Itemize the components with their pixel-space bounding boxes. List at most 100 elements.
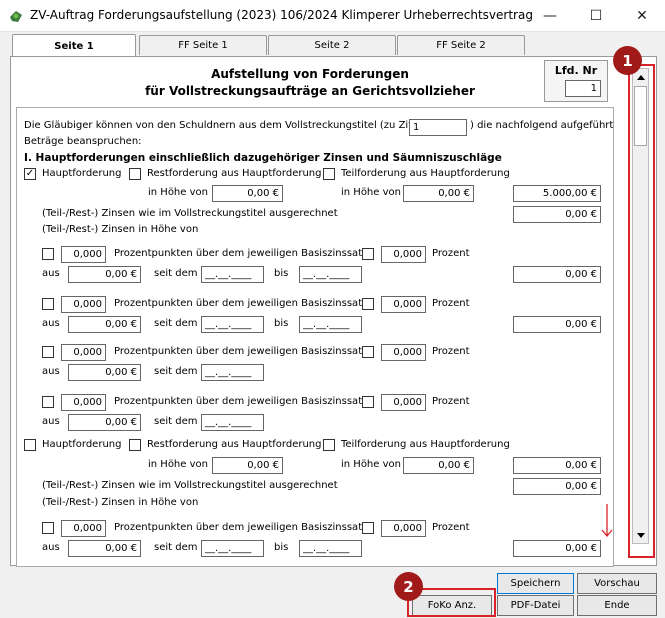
highlight-scrollbar [628,64,655,558]
tab-seite-2[interactable]: Seite 2 [268,35,396,55]
prozentpunkte-label: Prozentpunkten über dem jeweiligen Basis… [114,248,368,259]
seit-dem-label: seit dem [154,318,198,329]
title-bar: ZV-Auftrag Forderungsaufstellung (2023) … [0,0,665,32]
prozentpunkte-field[interactable]: 0,000 [61,520,106,537]
annotation-marker-2: 2 [394,572,423,601]
hauptforderung-summe[interactable]: 0,00 € [513,457,601,474]
prozent-label: Prozent [432,298,470,309]
prozentpunkte-label: Prozentpunkten über dem jeweiligen Basis… [114,298,368,309]
intro-text-3: Beträge beanspruchen: [24,136,142,147]
heading-line1: Aufstellung von Forderungen [211,67,409,81]
hauptforderung-summe[interactable]: 5.000,00 € [513,185,601,202]
scroll-down-arrow-icon[interactable] [634,528,647,542]
seit-dem-datum[interactable]: __.__.____ [201,364,264,381]
tab-ff-seite-1[interactable]: FF Seite 1 [139,35,267,55]
tab-ff-seite-2[interactable]: FF Seite 2 [397,35,525,55]
vorschau-button[interactable]: Vorschau [577,573,657,594]
bis-datum[interactable]: __.__.____ [299,316,362,333]
aus-label: aus [42,542,60,553]
vorschau-label: Vorschau [594,578,640,589]
teilforderung-betrag[interactable]: 0,00 € [403,457,474,474]
restforderung-checkbox[interactable] [129,168,141,180]
prozent-checkbox[interactable] [362,396,374,408]
bis-datum[interactable]: __.__.____ [299,540,362,557]
zinsen-hoehe-label: (Teil-/Rest-) Zinsen in Höhe von [42,497,199,508]
aus-betrag[interactable]: 0,00 € [68,414,141,431]
prozent-field[interactable]: 0,000 [381,520,426,537]
vertical-scrollbar[interactable] [632,68,649,544]
prozent-field[interactable]: 0,000 [381,344,426,361]
prozent-checkbox[interactable] [362,346,374,358]
seit-dem-datum[interactable]: __.__.____ [201,266,264,283]
seit-dem-datum[interactable]: __.__.____ [201,414,264,431]
zinsen-titel-label: (Teil-/Rest-) Zinsen wie im Vollstreckun… [42,480,338,491]
prozentpunkte-field[interactable]: 0,000 [61,296,106,313]
zinsen-titel-betrag[interactable]: 0,00 € [513,206,601,223]
zins-summe[interactable]: 0,00 € [513,266,601,283]
close-button[interactable]: ✕ [636,8,648,24]
restforderung-betrag[interactable]: 0,00 € [212,185,283,202]
minimize-button[interactable]: — [543,8,557,24]
hauptforderung-checkbox[interactable] [24,439,36,451]
foko-anz-label: FoKo Anz. [427,600,477,611]
form-area: Die Gläubiger können von den Schuldnern … [16,107,614,567]
zins-summe[interactable]: 0,00 € [513,316,601,333]
highlight-foko-button [407,588,496,617]
prozentpunkte-field[interactable]: 0,000 [61,246,106,263]
ende-button[interactable]: Ende [577,595,657,616]
speichern-button[interactable]: Speichern [497,573,574,594]
aus-betrag[interactable]: 0,00 € [68,266,141,283]
section-heading: I. Hauptforderungen einschließlich dazug… [24,152,502,164]
hauptforderung-checkbox[interactable]: ✓ [24,168,36,180]
prozent-checkbox[interactable] [362,298,374,310]
teilforderung-betrag[interactable]: 0,00 € [403,185,474,202]
prozentpunkte-label: Prozentpunkten über dem jeweiligen Basis… [114,396,368,407]
seit-dem-label: seit dem [154,366,198,377]
zins-checkbox[interactable] [42,248,54,260]
teilforderung-checkbox[interactable] [323,439,335,451]
arrow-down-icon [601,504,613,538]
pdf-datei-button[interactable]: PDF-Datei [497,595,574,616]
seit-dem-datum[interactable]: __.__.____ [201,316,264,333]
seit-dem-datum[interactable]: __.__.____ [201,540,264,557]
scroll-up-arrow-icon[interactable] [634,70,647,84]
aus-betrag[interactable]: 0,00 € [68,364,141,381]
scroll-thumb[interactable] [634,86,647,146]
prozentpunkte-field[interactable]: 0,000 [61,344,106,361]
prozent-checkbox[interactable] [362,522,374,534]
tab-seite-1[interactable]: Seite 1 [12,34,136,58]
prozent-field[interactable]: 0,000 [381,246,426,263]
zins-checkbox[interactable] [42,298,54,310]
speichern-label: Speichern [510,578,561,589]
in-hoehe-label: in Höhe von [148,187,208,198]
window-title: ZV-Auftrag Forderungsaufstellung (2023) … [30,8,533,22]
prozent-field[interactable]: 0,000 [381,394,426,411]
prozentpunkte-field[interactable]: 0,000 [61,394,106,411]
bis-label: bis [274,268,289,279]
maximize-button[interactable]: ☐ [589,8,603,24]
prozent-checkbox[interactable] [362,248,374,260]
prozentpunkte-label: Prozentpunkten über dem jeweiligen Basis… [114,346,368,357]
app-icon [10,11,22,22]
prozent-field[interactable]: 0,000 [381,296,426,313]
in-hoehe-label: in Höhe von [341,187,401,198]
prozentpunkte-label: Prozentpunkten über dem jeweiligen Basis… [114,522,368,533]
intro-text-2: ) die nachfolgend aufgeführten [470,120,614,131]
zins-checkbox[interactable] [42,396,54,408]
aus-betrag[interactable]: 0,00 € [68,540,141,557]
lfd-nr-field[interactable]: 1 [565,80,601,97]
lfd-nr-box: Lfd. Nr 1 [544,60,608,102]
ziffer-field[interactable]: 1 [409,119,467,136]
zins-checkbox[interactable] [42,346,54,358]
aus-betrag[interactable]: 0,00 € [68,316,141,333]
zins-checkbox[interactable] [42,522,54,534]
teilforderung-checkbox[interactable] [323,168,335,180]
seit-dem-label: seit dem [154,542,198,553]
restforderung-checkbox[interactable] [129,439,141,451]
restforderung-betrag[interactable]: 0,00 € [212,457,283,474]
zins-summe[interactable]: 0,00 € [513,540,601,557]
zinsen-titel-betrag[interactable]: 0,00 € [513,478,601,495]
in-hoehe-label: in Höhe von [341,459,401,470]
zinsen-hoehe-label: (Teil-/Rest-) Zinsen in Höhe von [42,224,199,235]
bis-datum[interactable]: __.__.____ [299,266,362,283]
